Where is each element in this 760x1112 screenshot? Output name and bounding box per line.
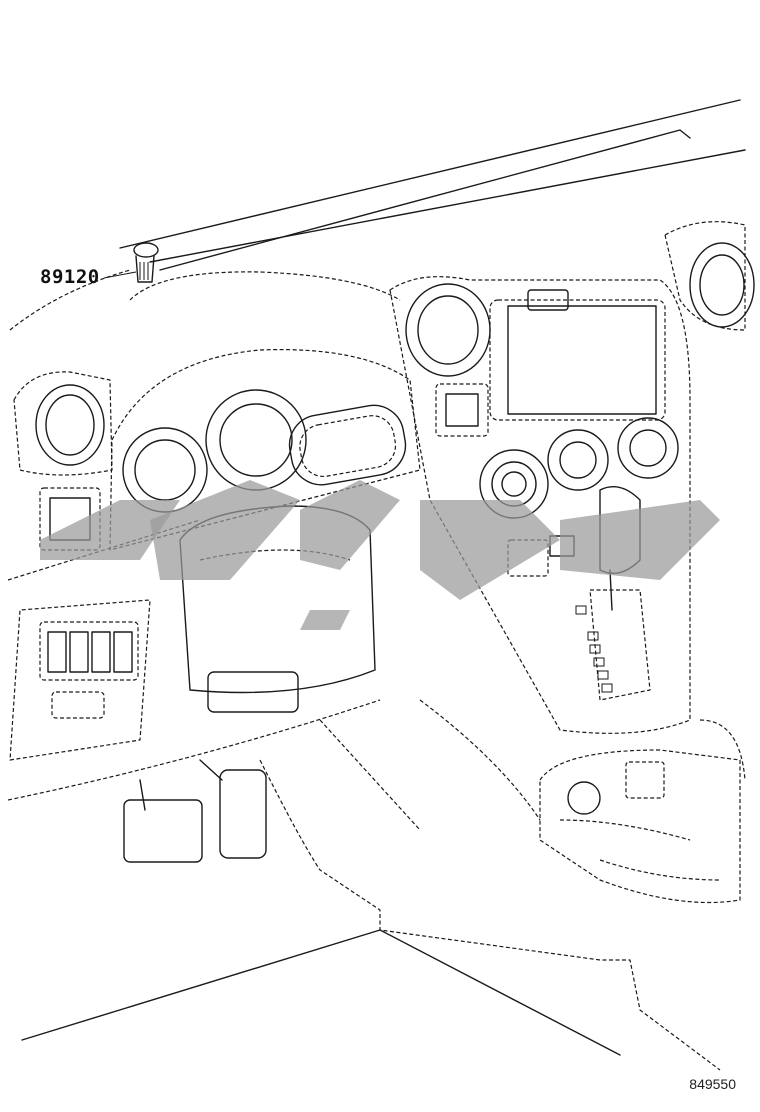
windshield-lines (9, 99, 746, 331)
pedals (123, 759, 267, 863)
sensor-part-89120[interactable] (133, 242, 159, 283)
floor-lines (21, 699, 721, 1071)
right-vent (664, 221, 755, 331)
callout-label-89120[interactable]: 89120 (40, 266, 100, 288)
lower-console (539, 719, 746, 904)
watermark-logo (40, 480, 720, 630)
leader-line (103, 271, 137, 279)
drawing-id: 849550 (689, 1076, 736, 1092)
